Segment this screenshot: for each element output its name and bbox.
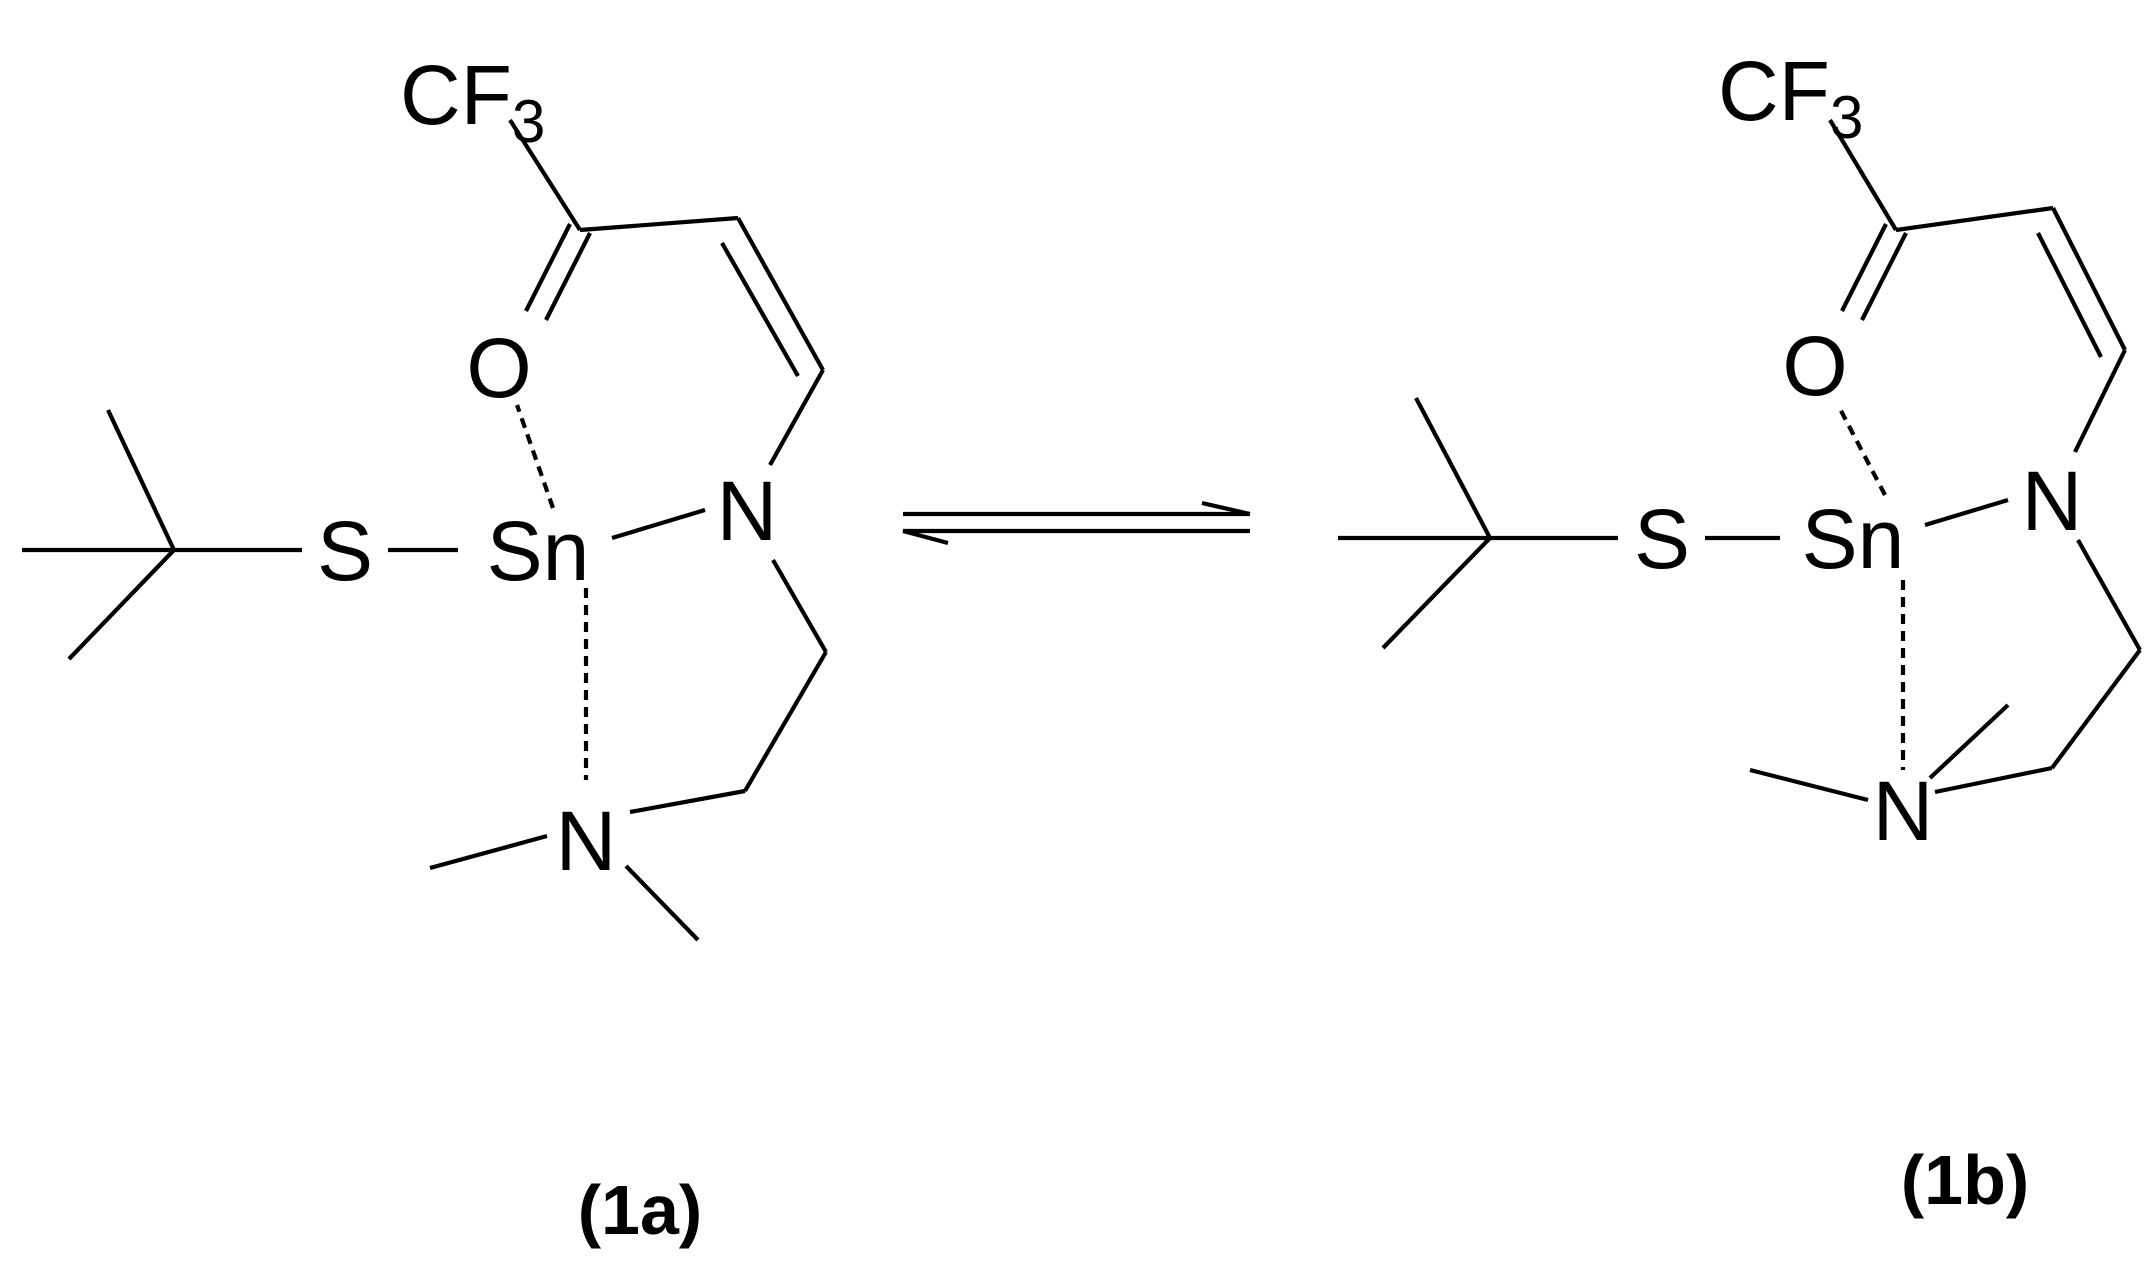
co-double-bond-1	[544, 232, 592, 321]
n-methyl-left-bond	[429, 833, 548, 871]
tbu-bond-up	[1414, 397, 1492, 539]
amide-nitrogen-label: N	[2022, 454, 2083, 548]
sn-n-bond	[1924, 497, 2009, 528]
tbu-bond-down	[1381, 536, 1492, 650]
equilibrium-arrow	[902, 500, 1251, 546]
sn-o-dative-bond	[515, 404, 555, 509]
ch-n-bond	[768, 368, 825, 467]
co-double-bond-2	[1840, 223, 1888, 312]
sn-n-bond	[611, 507, 706, 541]
ch2-nme2-bond	[1934, 765, 2053, 795]
c-cf3-bond	[508, 118, 582, 232]
sulfur-label: S	[1634, 492, 1690, 586]
amine-nitrogen-label: N	[556, 794, 617, 888]
ch-ch-double-bond-1	[2051, 207, 2127, 351]
ch-ch-double-bond-1	[736, 216, 825, 372]
tin-label: Sn	[1802, 492, 1905, 586]
amine-nitrogen-label: N	[1873, 764, 1934, 858]
oxygen-label: O	[466, 321, 531, 415]
ch-ch-double-bond-2	[2036, 232, 2103, 358]
cf3-label: CF3	[1718, 44, 1863, 151]
tbu-bond-down	[67, 548, 176, 661]
co-double-bond-2	[524, 223, 572, 312]
ch-ch-double-bond-2	[720, 241, 800, 378]
n-methyl-up-bond	[1928, 703, 2010, 780]
compound-label-1b: (1b)	[1901, 1141, 2029, 1219]
ch2-ch2-bond	[2050, 648, 2142, 770]
n-ch2-bond	[771, 558, 828, 654]
compound-label-1a: (1a)	[578, 1171, 702, 1249]
tbu-bond-up	[106, 409, 176, 551]
ch-n-bond	[2073, 349, 2127, 453]
n-methyl-right-bond	[624, 864, 700, 942]
molecule-1b: CF3 O S Sn N N	[1338, 44, 2142, 858]
sulfur-label: S	[317, 504, 373, 598]
oxygen-label: O	[1782, 319, 1847, 413]
c-ch-bond	[579, 215, 739, 233]
amide-nitrogen-label: N	[717, 464, 778, 558]
tin-label: Sn	[487, 504, 590, 598]
c-ch-bond	[1895, 205, 2054, 233]
forward-arrow-head	[1201, 500, 1251, 517]
ch2-ch2-bond	[743, 650, 828, 793]
n-methyl-left-bond	[1749, 767, 1869, 803]
reverse-arrow-head	[902, 528, 949, 546]
c-cf3-bond	[1828, 118, 1898, 232]
n-ch2-bond	[2076, 538, 2142, 652]
molecule-1a: CF3 O S Sn N N	[22, 48, 828, 942]
sn-o-dative-bond	[1836, 404, 1887, 496]
cf3-label: CF3	[400, 48, 545, 155]
ch2-nme2-bond	[629, 788, 746, 815]
co-double-bond-1	[1860, 232, 1908, 321]
